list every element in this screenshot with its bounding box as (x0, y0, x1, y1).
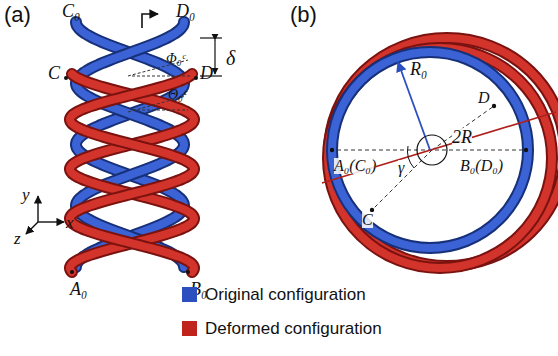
gamma-arc (408, 146, 414, 168)
point-label: D (478, 90, 490, 106)
strand-tube (70, 74, 194, 272)
ring-outline (328, 48, 552, 268)
point-label: A₀ (70, 280, 87, 298)
point-label: A₀(C₀) (334, 158, 376, 174)
panel-label: (b) (290, 4, 317, 26)
legend-swatch (182, 321, 197, 336)
diameter-line (322, 112, 556, 183)
ring-projection (328, 38, 558, 268)
point-label: D (200, 64, 213, 82)
projection-guides (330, 106, 528, 210)
legend-text: Original configuration (205, 286, 366, 303)
point-label: C (362, 212, 373, 228)
angle-circle (417, 135, 447, 165)
point-label: D₀ (176, 2, 195, 20)
ring-tube (328, 48, 552, 268)
dimension-label: R₀ (410, 60, 427, 78)
ring-dots (330, 104, 528, 212)
rotation-arrow (142, 14, 158, 28)
point-label: C₀ (62, 2, 80, 20)
axis-label: x (66, 214, 74, 231)
axis-label: y (22, 186, 30, 203)
legend-text: Deformed configuration (205, 320, 382, 337)
helix-strands (70, 22, 194, 272)
strand-outline (70, 74, 194, 272)
legend-swatch (182, 287, 197, 302)
angle-guides (128, 60, 192, 112)
axis-label: z (14, 230, 21, 247)
point-label: C (48, 64, 60, 82)
angle-label: Φ₀ᶜ (166, 52, 185, 66)
coordinate-axes (26, 196, 64, 234)
strand-tube (70, 74, 194, 272)
strand-outline (70, 74, 194, 272)
angle-label: γ (398, 160, 404, 176)
dimension-label: 2R (452, 128, 472, 146)
point-label: B₀(D₀) (460, 158, 503, 174)
panel-label: (a) (4, 4, 31, 26)
angle-label: Θ₀ᶜ (168, 88, 187, 102)
dimension-label: δ (226, 48, 235, 68)
point-dots (64, 76, 198, 274)
